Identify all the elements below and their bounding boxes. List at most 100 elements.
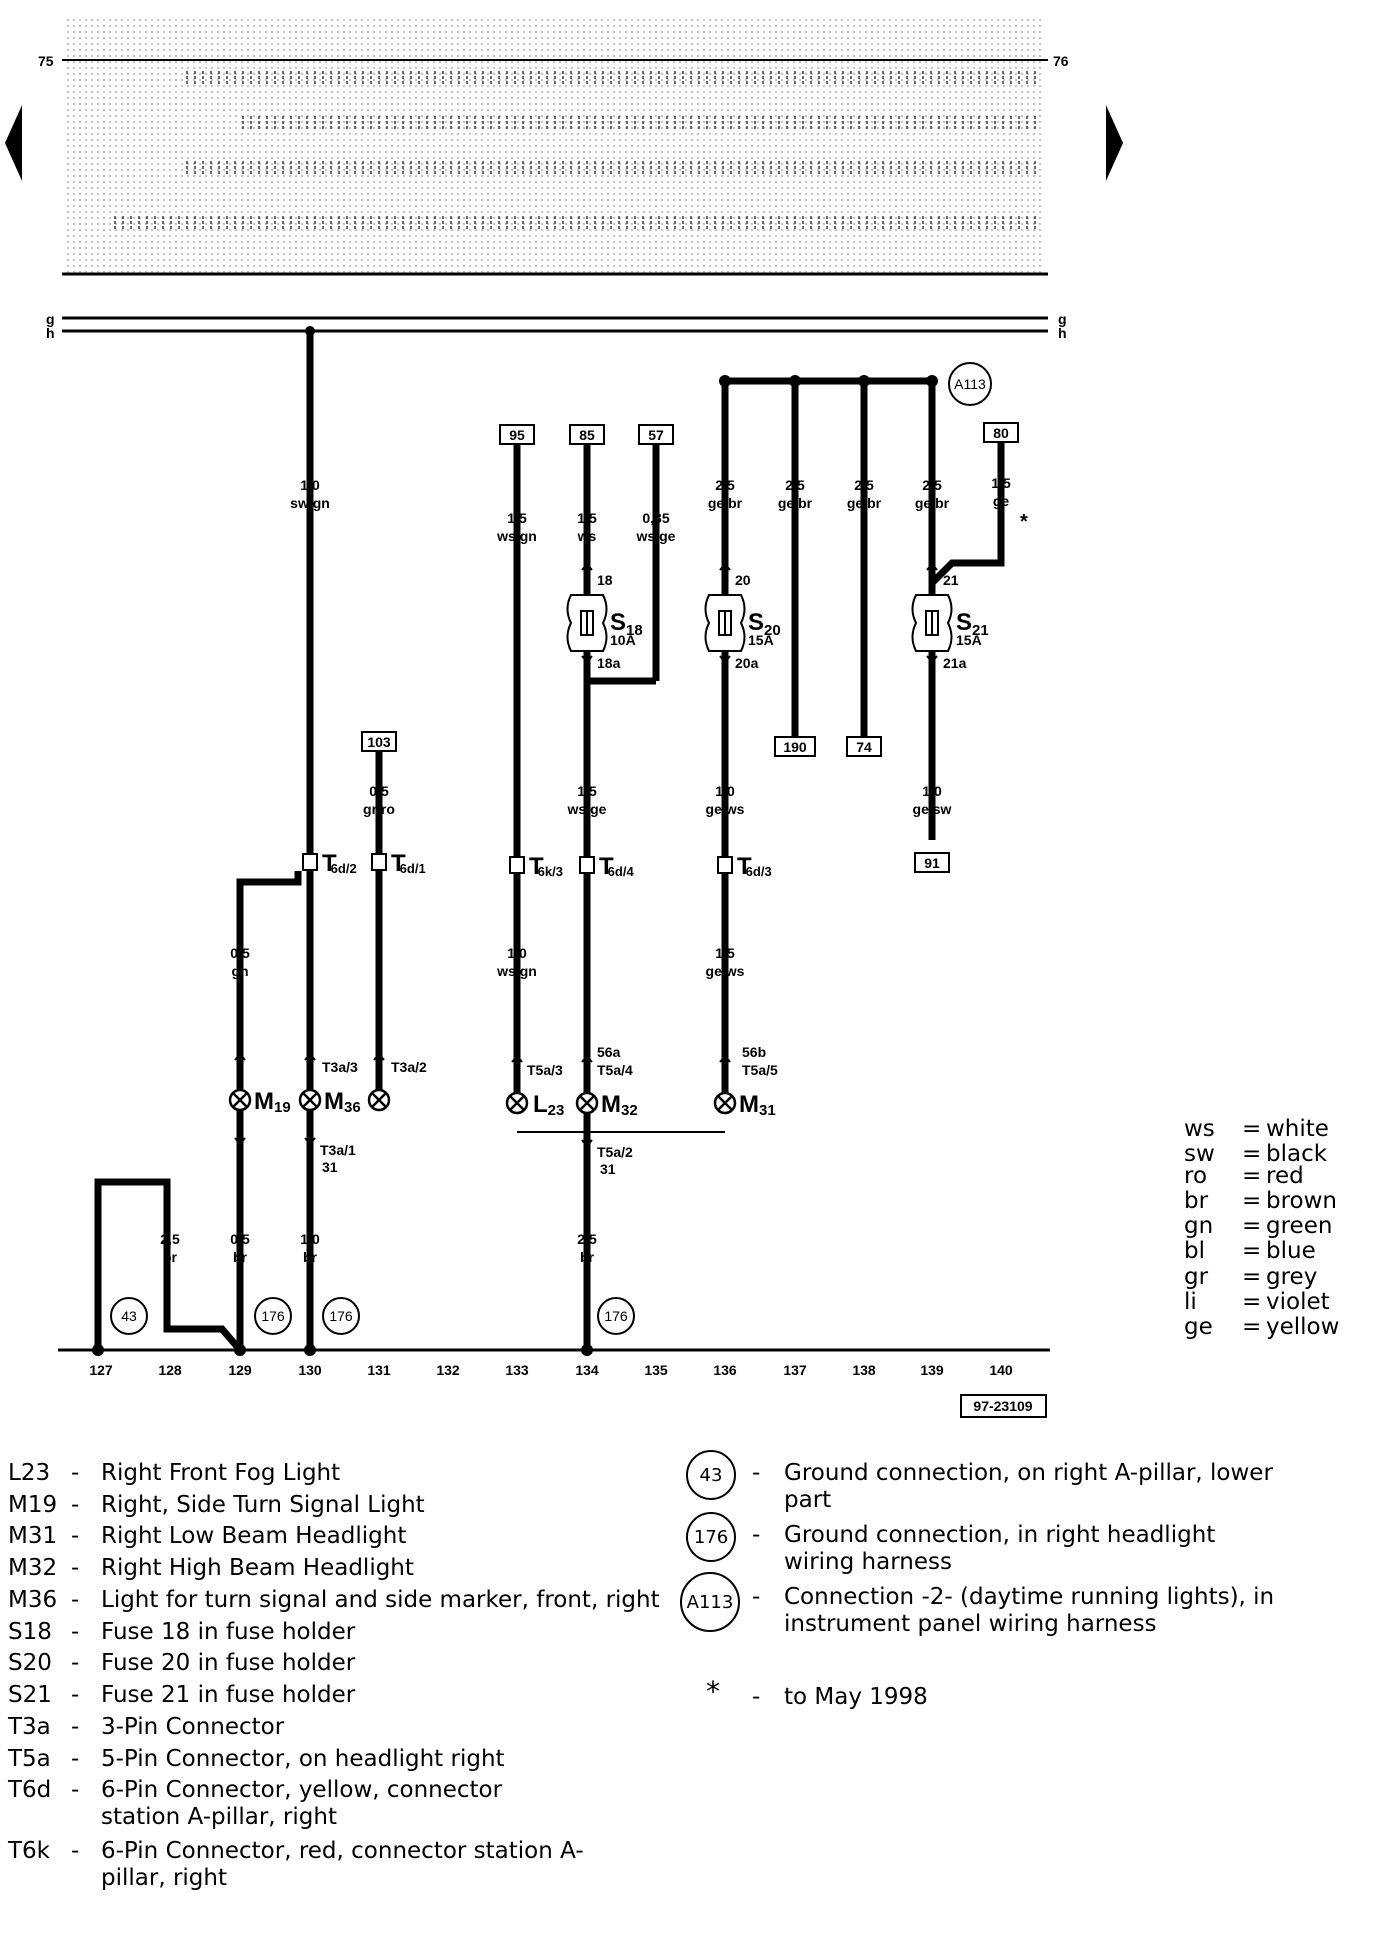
pin-31-b: 31 [600,1161,616,1177]
axis-133: 133 [505,1362,529,1378]
bus-g-left: g [46,311,55,327]
w6-color: ge [993,493,1010,509]
current-track-axis: 127 128 129 130 131 132 133 134 135 136 … [89,1362,1013,1378]
connector-t6k-3: T6k/3 [529,853,563,880]
fuse-s20 [704,594,746,652]
w12-color: ws/gn [496,963,537,979]
ref-box-95: 95 [509,427,525,443]
w16-color: br [303,1249,318,1265]
fuse-s20-amp: 15A [748,632,774,648]
axis-131: 131 [367,1362,391,1378]
ref-box-80: 80 [993,425,1009,441]
ground-circles [110,1297,635,1335]
pin-31-a: 31 [322,1159,338,1175]
w14b-color: br [580,1249,595,1265]
w11-size: 0,5 [230,945,250,961]
w3-size: 1,5 [577,510,597,526]
w15-size: 0,5 [230,1231,250,1247]
a113-circle [948,362,992,406]
w9-size: 1,0 [715,783,735,799]
axis-136: 136 [713,1362,737,1378]
page-marker-right: 76 [1053,53,1069,69]
bus-lines [62,316,1048,333]
fuse-s20-in: 20 [735,572,751,588]
w5a-size: 2,5 [715,477,735,493]
ref-box-190: 190 [783,739,807,755]
fuse-s18-out: 18a [597,655,621,671]
lamp-l23-label: L23 [533,1091,564,1119]
w9-color: ge/ws [706,801,745,817]
ref-box-85: 85 [579,427,595,443]
ref-box-74: 74 [856,739,872,755]
connector-symbols [302,853,733,874]
w14b-size: 2,5 [577,1231,597,1247]
ref-box-57: 57 [648,427,664,443]
previous-page-overview [62,15,1048,276]
pin-56a: 56a [597,1044,621,1060]
connector-t6d-2: T6d/2 [322,850,357,877]
w14a-color: br [163,1249,178,1265]
w5c-color: ge/br [847,495,882,511]
fuse-s18-in: 18 [597,572,613,588]
junction-dots [92,375,938,1356]
axis-128: 128 [158,1362,182,1378]
pin-t3a-2: T3a/2 [391,1059,427,1075]
axis-135: 135 [644,1362,668,1378]
w16-size: 1,0 [300,1231,320,1247]
diagram-id: 97-23109 [973,1398,1032,1414]
w5d-color: ge/br [915,495,950,511]
symbol-key: 43-Ground connection, on right A-pillar,… [680,1450,1366,1720]
w7-color: gr/ro [363,801,395,817]
w13-color: ge/ws [706,963,745,979]
color-key: ws=white sw=black ro=red br=brown gn=gre… [1184,1116,1340,1340]
prev-page-arrow-icon[interactable] [5,105,22,181]
w10-size: 1,0 [922,783,942,799]
w8-color: ws/ge [567,801,607,817]
pin-t5a-2: T5a/2 [597,1144,633,1160]
fuse-s20-out: 20a [735,655,759,671]
ref-box-91: 91 [924,855,940,871]
axis-140: 140 [989,1362,1013,1378]
w1-color: sw/gn [290,495,330,511]
fuse-s18 [566,594,608,652]
next-page-arrow-icon[interactable] [1106,105,1123,181]
lamp-m32-label: M32 [601,1091,638,1119]
pin-t5a-4: T5a/4 [597,1062,633,1078]
axis-127: 127 [89,1362,113,1378]
axis-138: 138 [852,1362,876,1378]
axis-134: 134 [575,1362,599,1378]
component-legend: L23-Right Front Fog Light M19-Right, Sid… [8,1460,660,1891]
fuse-s18-amp: 10A [610,632,636,648]
pin-t3a-3: T3a/3 [322,1059,358,1075]
pin-t5a-5: T5a/5 [742,1062,778,1078]
pin-arrow-marks [234,562,938,1148]
connector-t6d-1: T6d/1 [391,850,426,877]
w2-color: ws/gn [496,528,537,544]
axis-129: 129 [228,1362,252,1378]
fuse-s21-label: S21 [956,609,989,639]
w5c-size: 2,5 [854,477,874,493]
lamp-m31-label: M31 [739,1091,776,1119]
a113-label: A113 [954,376,986,392]
w4-size: 0,35 [642,510,669,526]
fuse-s21-in: 21 [943,572,959,588]
until-may-1998-star: * [1020,511,1028,533]
w2-size: 1,5 [507,510,527,526]
lamp-symbols [228,1088,737,1115]
axis-132: 132 [436,1362,460,1378]
w11-color: gn [231,963,248,979]
fuse-s21 [911,594,953,652]
bus-h-right: h [1058,325,1067,341]
wiring-diagram: 75 76 g h g h [5,15,1123,1418]
ground-176-b: 176 [329,1308,353,1324]
ground-176-c: 176 [604,1308,628,1324]
axis-130: 130 [298,1362,322,1378]
pin-labels: T3a/3 T3a/2 T5a/3 56a T5a/4 56b T5a/5 T3… [320,1044,778,1177]
bus-h-left: h [46,325,55,341]
w10-color: ge/sw [913,801,952,817]
w5a-color: ge/br [708,495,743,511]
bus-g-right: g [1058,311,1067,327]
ground-43: 43 [121,1308,137,1324]
fuse-s21-amp: 15A [956,632,982,648]
w8-size: 1,5 [577,783,597,799]
